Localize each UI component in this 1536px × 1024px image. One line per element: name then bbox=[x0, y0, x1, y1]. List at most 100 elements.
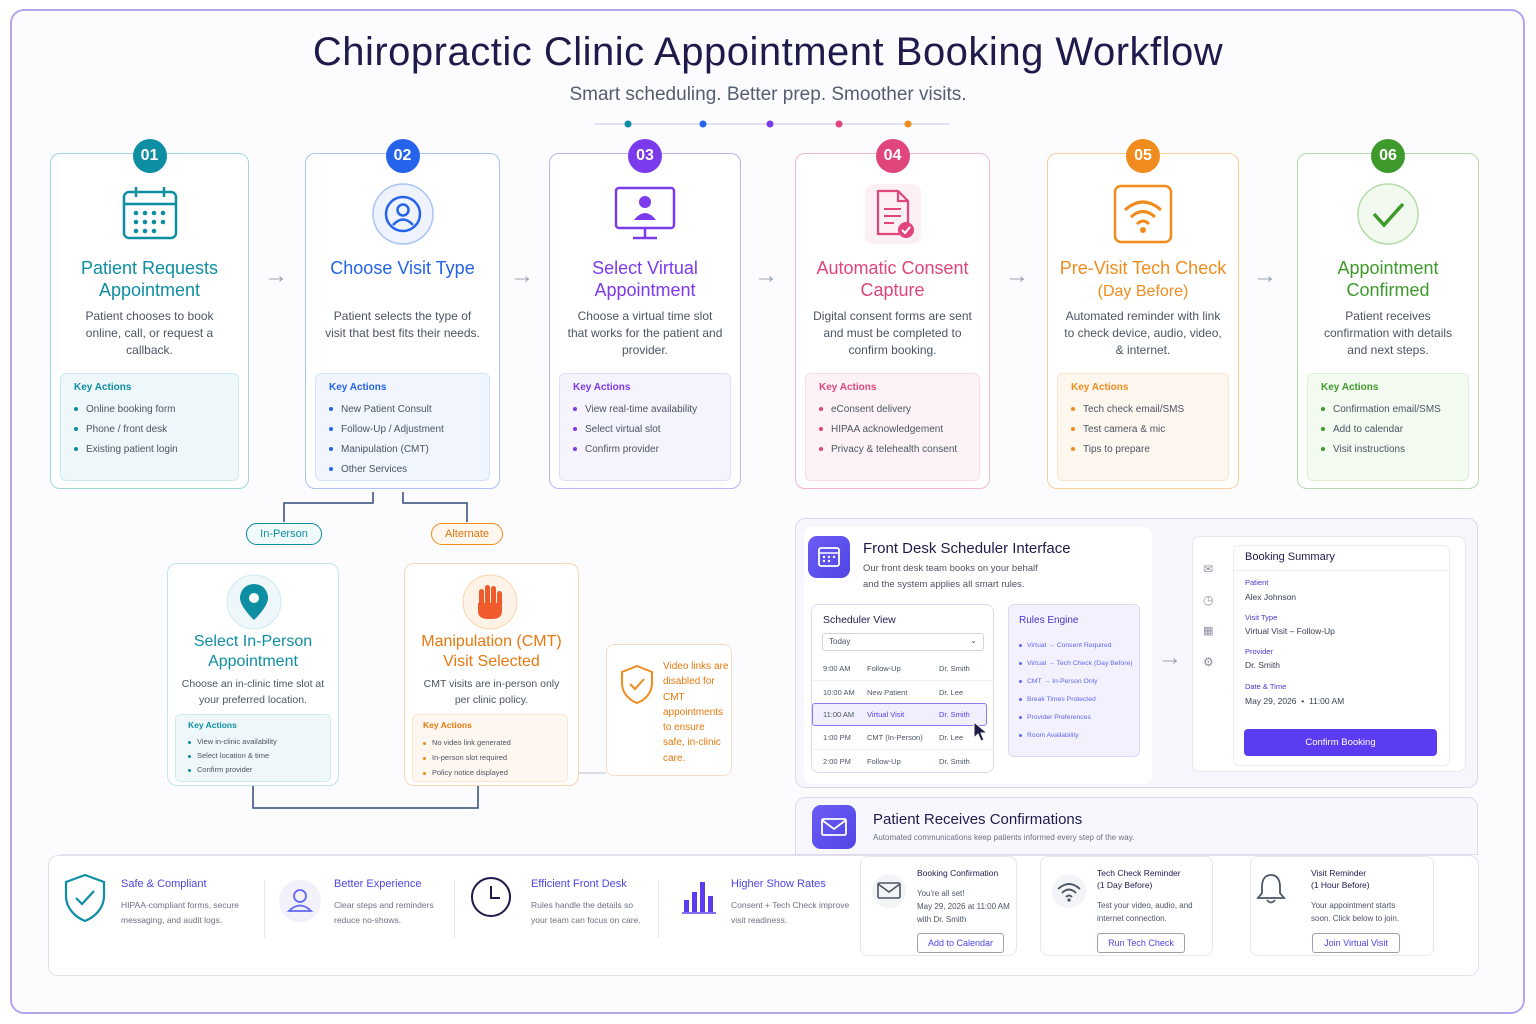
key-action-item: Visit instructions bbox=[1321, 440, 1441, 460]
step-title: Select Virtual Appointment bbox=[592, 258, 698, 300]
step-description: Patient selects the type of visit that b… bbox=[325, 309, 480, 340]
step-description: Digital consent forms are sent and must … bbox=[813, 309, 972, 357]
key-actions-label: Key Actions bbox=[423, 720, 472, 730]
cmt-note-text: Video links are disabled for CMT appoint… bbox=[663, 661, 729, 764]
rule-item: Provider Preferences bbox=[1019, 709, 1133, 727]
rules-engine-label: Rules Engine bbox=[1019, 615, 1079, 626]
key-action-item: No video link generated bbox=[423, 735, 511, 750]
hand-stop-icon bbox=[462, 574, 518, 630]
step-title: Appointment Confirmed bbox=[1337, 258, 1439, 300]
mail-icon[interactable]: ✉ bbox=[1203, 562, 1214, 576]
join-virtual-visit-button[interactable]: Join Virtual Visit bbox=[1312, 933, 1400, 953]
key-actions-label: Key Actions bbox=[1321, 382, 1379, 393]
key-action-item: Add to calendar bbox=[1321, 420, 1441, 440]
step-description: Patient chooses to book online, call, or… bbox=[85, 309, 214, 357]
key-actions-box: Key Actions Confirmation email/SMS Add t… bbox=[1307, 373, 1469, 481]
scheduler-desc-2: and the system applies all smart rules. bbox=[863, 579, 1025, 590]
step-badge: 06 bbox=[1371, 139, 1405, 173]
key-action-item: HIPAA acknowledgement bbox=[819, 420, 957, 440]
date-select[interactable]: Today⌄ bbox=[822, 633, 984, 651]
scheduler-title: Front Desk Scheduler Interface bbox=[863, 540, 1071, 557]
rule-item: Room Availability bbox=[1019, 727, 1133, 745]
calendar-icon[interactable]: ▦ bbox=[1203, 625, 1214, 637]
step-description: Choose a virtual time slot that works fo… bbox=[567, 309, 723, 357]
flow-arrow: → bbox=[1253, 262, 1277, 289]
card-title: Tech Check Reminder(1 Day Before) bbox=[1097, 868, 1181, 890]
confirm-booking-button[interactable]: Confirm Booking bbox=[1244, 729, 1437, 756]
wifi-icon bbox=[1052, 874, 1086, 908]
calendar-icon bbox=[122, 187, 177, 240]
rule-item: CMT → In-Person Only bbox=[1019, 673, 1133, 691]
key-action-item: Privacy & telehealth consent bbox=[819, 440, 957, 460]
visit-type-value: Virtual Visit – Follow-Up bbox=[1245, 626, 1335, 636]
key-actions-label: Key Actions bbox=[819, 382, 877, 393]
mail-icon bbox=[872, 874, 906, 908]
clock-icon bbox=[471, 877, 511, 917]
run-tech-check-button[interactable]: Run Tech Check bbox=[1097, 933, 1185, 953]
rule-item: Break Times Protected bbox=[1019, 691, 1133, 709]
tech-check-reminder-card: Tech Check Reminder(1 Day Before) Test y… bbox=[1040, 856, 1213, 956]
step-card-4: 04 Automatic Consent Capture Digital con… bbox=[795, 139, 990, 489]
in-person-pill: In-Person bbox=[246, 523, 322, 545]
key-actions-box: Key Actions View in-clinic availability … bbox=[175, 714, 331, 782]
key-action-item: Tech check email/SMS bbox=[1071, 400, 1184, 420]
key-actions-label: Key Actions bbox=[329, 382, 387, 393]
card-title: Booking Confirmation bbox=[917, 868, 999, 878]
gear-icon[interactable]: ⚙ bbox=[1203, 655, 1214, 669]
flow-arrow: → bbox=[1005, 262, 1029, 289]
key-action-item: In-person slot required bbox=[423, 750, 511, 765]
user-icon bbox=[371, 183, 434, 245]
person-icon bbox=[279, 880, 321, 922]
confirmations-desc: Automated communications keep patients i… bbox=[873, 833, 1135, 842]
key-actions-box: Key Actions No video link generated In-p… bbox=[412, 714, 568, 782]
in-person-desc: Choose an in-clinic time slot at your pr… bbox=[181, 678, 325, 706]
key-action-item: View in-clinic availability bbox=[188, 735, 277, 749]
check-icon bbox=[1357, 183, 1419, 245]
step-badge: 03 bbox=[628, 139, 662, 173]
card-title: Visit Reminder(1 Hour Before) bbox=[1311, 868, 1370, 890]
add-to-calendar-button[interactable]: Add to Calendar bbox=[917, 933, 1004, 953]
rules-engine: Rules Engine Virtual → Consent Required … bbox=[1008, 604, 1140, 757]
date-time-label: Date & Time bbox=[1245, 682, 1287, 691]
booking-sidebar: ✉ ◷ ▦ ⚙ bbox=[1203, 562, 1221, 672]
in-person-card: Select In-Person Appointment Choose an i… bbox=[167, 563, 339, 786]
key-actions-label: Key Actions bbox=[74, 382, 132, 393]
booking-summary-title: Booking Summary bbox=[1245, 551, 1335, 563]
flow-arrow: → bbox=[1158, 644, 1182, 671]
rule-item: Virtual → Consent Required bbox=[1019, 637, 1133, 655]
date-time-value: May 29, 2026 • 11:00 AM bbox=[1245, 696, 1345, 706]
step-title: Choose Visit Type bbox=[330, 258, 475, 278]
confirmations-header bbox=[795, 797, 1478, 855]
key-action-item: eConsent delivery bbox=[819, 400, 957, 420]
booking-confirmation-card: Booking Confirmation You're all set!May … bbox=[860, 856, 1017, 956]
key-action-item: Phone / front desk bbox=[74, 420, 178, 440]
key-actions-label: Key Actions bbox=[1071, 382, 1129, 393]
step-title: Patient Requests Appointment bbox=[80, 258, 219, 300]
key-action-item: View real-time availability bbox=[573, 400, 697, 420]
scheduler-calendar-icon bbox=[808, 536, 850, 578]
cmt-desc: CMT visits are in-person only per clinic… bbox=[423, 678, 560, 706]
step-badge: 01 bbox=[132, 139, 167, 173]
key-action-item: Select location & time bbox=[188, 749, 277, 763]
step-card-3: 03 Select Virtual Appointment Choose a v… bbox=[549, 139, 741, 489]
rule-item: Virtual → Tech Check (Day Before) bbox=[1019, 655, 1133, 673]
cursor-icon bbox=[973, 720, 989, 742]
key-action-item: Select virtual slot bbox=[573, 420, 697, 440]
key-action-item: Test camera & mic bbox=[1071, 420, 1184, 440]
step-title: Pre-Visit Tech Check (Day Before) bbox=[1059, 258, 1227, 300]
step-description: Automated reminder with link to check de… bbox=[1064, 309, 1222, 357]
page-subtitle: Smart scheduling. Better prep. Smoother … bbox=[569, 84, 967, 105]
clock-icon[interactable]: ◷ bbox=[1203, 593, 1214, 607]
flow-arrow: → bbox=[264, 262, 288, 289]
key-action-item: Confirmation email/SMS bbox=[1321, 400, 1441, 420]
flow-arrow: → bbox=[754, 262, 778, 289]
step-card-1: 01 Patient Requests Appointment Patient … bbox=[50, 139, 249, 489]
